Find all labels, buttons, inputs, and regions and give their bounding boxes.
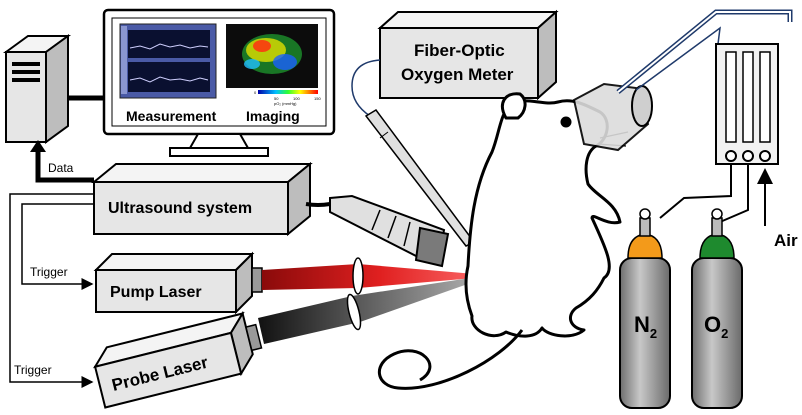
pump-beam	[262, 264, 498, 290]
colorbar	[258, 90, 318, 94]
nose-cone-icon	[572, 82, 653, 152]
n2-cylinder-icon: N2	[619, 208, 671, 409]
fiber-cable	[351, 59, 381, 117]
data-arrow	[35, 150, 94, 183]
rat-icon	[377, 92, 629, 390]
measurement-screen	[119, 23, 217, 99]
o2-line	[719, 164, 749, 223]
exhaust-tube	[635, 26, 721, 91]
transducer-cable	[305, 202, 331, 207]
probe-laser-box: Probe Laser	[93, 310, 263, 409]
ultrasound-label: Ultrasound system	[108, 200, 252, 217]
meter-label-line1: Fiber-Optic	[414, 41, 505, 60]
n2-line	[659, 164, 732, 219]
meter-label-line2: Oxygen Meter	[401, 65, 514, 84]
probe-trigger-line	[9, 193, 94, 388]
colorbar-unit: pO₂ (mmHg)	[274, 101, 297, 106]
monitor-icon: 0 50 100 150 pO₂ (mmHg) Measurement Imag…	[102, 8, 336, 157]
oxygen-meter-box: Fiber-Optic Oxygen Meter	[377, 9, 559, 101]
colorbar-tick-100: 100	[293, 96, 300, 101]
colorbar-tick-50: 50	[274, 96, 279, 101]
flowmeter-icon	[715, 43, 779, 165]
probe-beam	[258, 274, 496, 344]
colorbar-min: 0	[254, 90, 257, 95]
colorbar-max: 150	[314, 96, 321, 101]
measurement-label: Measurement	[126, 108, 217, 124]
o2-cylinder-icon: O2	[691, 208, 743, 409]
pump-trigger-line	[21, 203, 94, 290]
probe-trigger-label: Trigger	[14, 363, 52, 377]
transducer-icon	[329, 194, 450, 268]
pump-lens-icon	[352, 257, 364, 295]
air-label: Air	[774, 231, 798, 250]
data-label: Data	[48, 161, 74, 175]
probe-lens-icon	[346, 293, 362, 331]
o2-label: O2	[704, 312, 728, 341]
computer-tower-icon	[2, 34, 72, 144]
imaging-label: Imaging	[246, 108, 300, 124]
pump-laser-label: Pump Laser	[110, 284, 202, 301]
pump-trigger-label: Trigger	[30, 265, 68, 279]
pump-laser-box: Pump Laser	[93, 251, 263, 315]
ultrasound-system-box: Ultrasound system	[91, 161, 313, 237]
n2-label: N2	[634, 312, 657, 341]
imaging-screen: 0 50 100 150 pO₂ (mmHg)	[226, 24, 321, 106]
